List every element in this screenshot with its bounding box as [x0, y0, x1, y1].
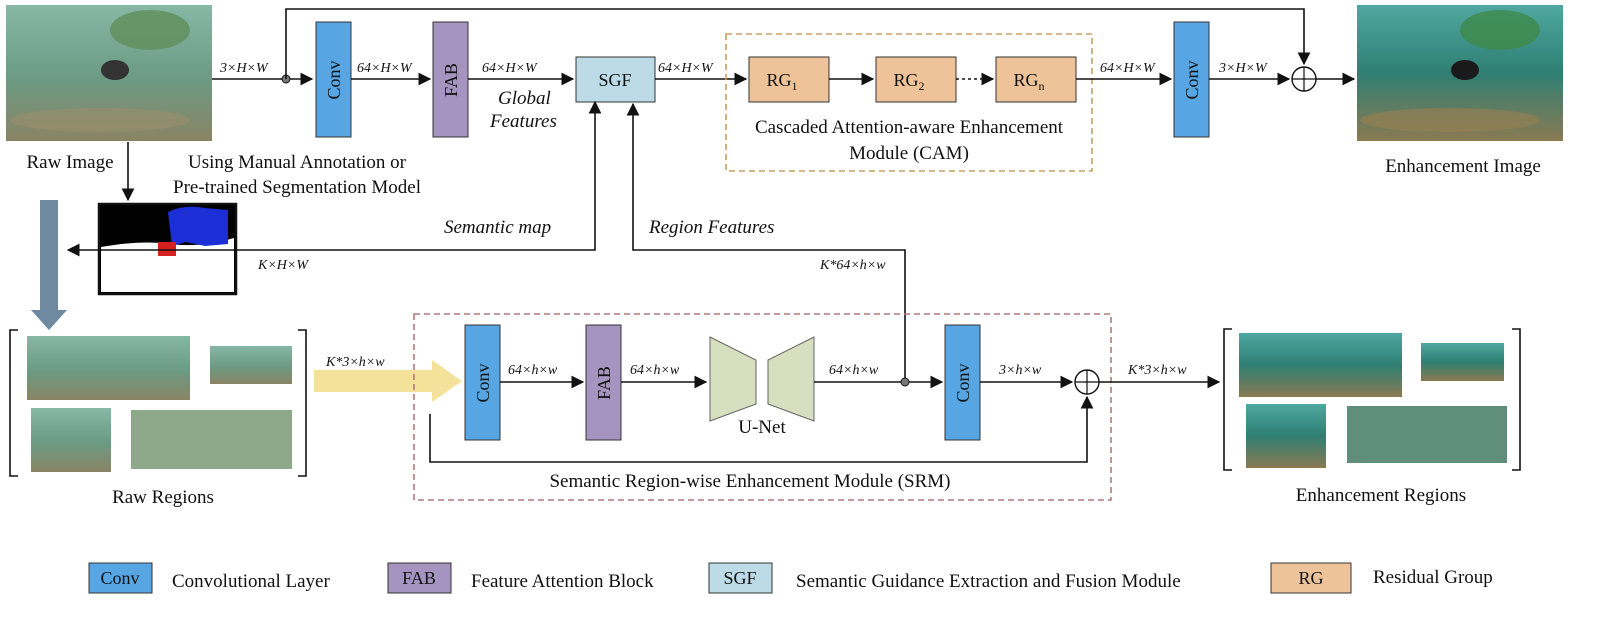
- conv-block-top-1-label: Conv: [324, 60, 344, 99]
- srm-skip-connection: [429, 395, 1094, 463]
- legend-key-sgf: SGF: [723, 568, 756, 588]
- global-features-label-1: Global: [498, 88, 551, 109]
- enhancement-regions-label: Enhancement Regions: [1296, 485, 1466, 506]
- dim-srm-3: 64×h×w: [829, 363, 879, 378]
- global-features-label-2: Features: [489, 111, 557, 132]
- rg-block-n-label: RGn: [1013, 70, 1044, 93]
- legend-key-conv: Conv: [100, 568, 139, 588]
- enhancement-region-2: [1421, 343, 1504, 381]
- raw-region-1: [27, 336, 190, 400]
- conv-block-top-2-label: Conv: [1182, 60, 1202, 99]
- junction-srm: [900, 377, 910, 387]
- sgf-block-label: SGF: [598, 70, 631, 90]
- enhancement-regions-bracket: [1223, 328, 1521, 471]
- conv-block-srm-2: [944, 324, 981, 441]
- fab-block-srm: [585, 324, 622, 441]
- dim-srm-4: 3×h×w: [998, 363, 1042, 378]
- conv-block-srm-1-label: Conv: [473, 363, 493, 402]
- rg-block-2-label: RG2: [893, 70, 924, 93]
- enhancement-region-4: [1347, 406, 1507, 463]
- raw-regions-label: Raw Regions: [112, 487, 214, 508]
- manual-annotation-label-2: Pre-trained Segmentation Model: [173, 177, 421, 198]
- legend-key-rg: RG: [1298, 568, 1323, 588]
- legend-desc-conv: Convolutional Layer: [172, 571, 330, 592]
- srm-module-box: [413, 313, 1112, 501]
- srm-label: Semantic Region-wise Enhancement Module …: [549, 471, 950, 492]
- manual-annotation-label-1: Using Manual Annotation or: [188, 152, 407, 173]
- legend-swatch-sgf: [708, 562, 773, 594]
- unet-block: [709, 336, 815, 422]
- fab-block-srm-label: FAB: [594, 366, 614, 400]
- raw-region-4: [131, 410, 292, 469]
- unet-label: U-Net: [738, 417, 786, 438]
- semantic-map-label: Semantic map: [444, 217, 551, 238]
- sgf-block: [575, 56, 656, 103]
- dim-sgf-to-cam: 64×H×W: [658, 61, 714, 76]
- fab-block-top-label: FAB: [441, 63, 461, 97]
- sum-node-srm: [1074, 369, 1100, 395]
- dim-region-features: K*64×h×w: [819, 258, 886, 273]
- cam-label-1: Cascaded Attention-aware Enhancement: [755, 117, 1064, 138]
- legend-desc-sgf: Semantic Guidance Extraction and Fusion …: [796, 571, 1181, 592]
- dim-cam-to-conv: 64×H×W: [1100, 61, 1156, 76]
- raw-region-3: [31, 408, 111, 472]
- legend: Conv Convolutional Layer FAB Feature Att…: [88, 562, 1493, 594]
- region-features-label: Region Features: [648, 217, 774, 238]
- dim-srm-1: 64×h×w: [508, 363, 558, 378]
- enhancement-region-3: [1246, 404, 1326, 468]
- rg-block-n: [995, 56, 1077, 103]
- raw-image: [6, 5, 212, 141]
- cam-module-box: [725, 33, 1093, 172]
- legend-desc-rg: Residual Group: [1373, 567, 1493, 588]
- dim-conv-to-sum: 3×H×W: [1218, 61, 1268, 76]
- dim-srm-output: K*3×h×w: [1127, 363, 1187, 378]
- rg-block-1-label: RG1: [766, 70, 797, 93]
- top-skip-connection: [285, 8, 1311, 79]
- legend-swatch-rg: [1270, 562, 1352, 594]
- raw-to-regions-big-arrow: [31, 200, 67, 330]
- semantic-map-arrow: [66, 100, 602, 257]
- dim-srm-input: K*3×h×w: [325, 355, 385, 370]
- conv-block-srm-1: [464, 324, 501, 441]
- dim-semantic-map: K×H×W: [257, 258, 309, 273]
- legend-desc-fab: Feature Attention Block: [471, 571, 654, 592]
- dim-fab-to-sgf: 64×H×W: [482, 61, 538, 76]
- raw-region-2: [210, 346, 292, 384]
- dim-raw-to-conv: 3×H×W: [219, 61, 269, 76]
- legend-key-fab: FAB: [402, 568, 436, 588]
- region-features-arrow: [626, 102, 906, 382]
- conv-block-srm-2-label: Conv: [953, 363, 973, 402]
- raw-image-label: Raw Image: [26, 152, 113, 173]
- sum-node-top: [1291, 66, 1317, 92]
- legend-swatch-conv: [88, 562, 153, 594]
- cam-label-2: Module (CAM): [849, 143, 969, 164]
- rg-block-1: [748, 56, 830, 103]
- raw-regions-bracket: [9, 329, 307, 477]
- legend-swatch-fab: [387, 562, 452, 594]
- dim-conv-to-fab: 64×H×W: [357, 61, 413, 76]
- enhancement-region-1: [1239, 333, 1402, 397]
- enhancement-image: [1357, 5, 1563, 141]
- enhancement-image-label: Enhancement Image: [1385, 156, 1541, 177]
- dim-srm-2: 64×h×w: [630, 363, 680, 378]
- yellow-input-arrow: [314, 360, 462, 402]
- rg-block-2: [875, 56, 957, 103]
- semantic-map-image: [97, 202, 238, 296]
